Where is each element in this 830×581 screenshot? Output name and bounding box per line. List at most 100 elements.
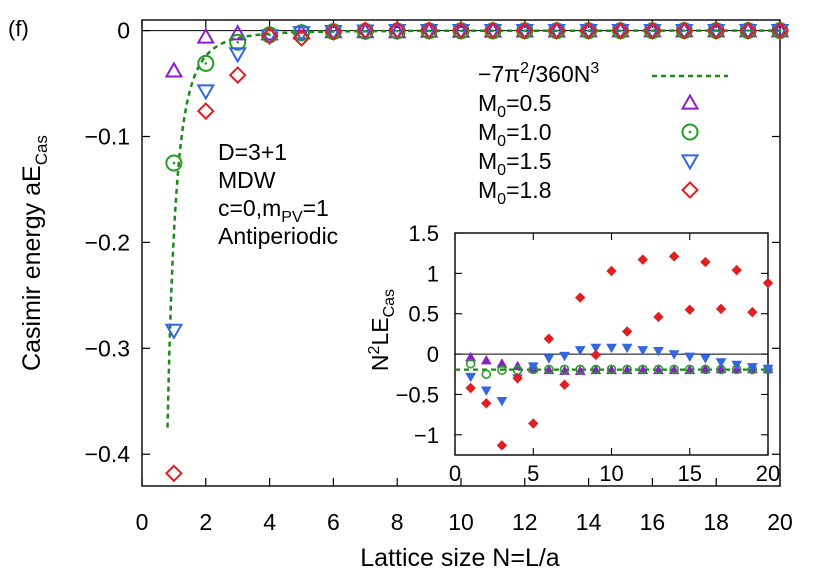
annotation-method: MDW	[218, 167, 276, 193]
inset-point-series-2	[637, 364, 648, 375]
y-axis-label-main: Casimir energy aE	[18, 165, 46, 371]
main-point-m0-series-1	[228, 24, 247, 41]
main-point-m0-series-3	[260, 29, 279, 46]
x-tick-label: 16	[640, 509, 666, 535]
inset-point-series-3	[543, 354, 555, 364]
main-point-m0-series-4	[164, 464, 183, 483]
inset-point-series-4	[496, 440, 508, 451]
inset-point-series-3	[700, 354, 711, 364]
main-point-m0-series-3	[483, 23, 503, 41]
inset-point-series-1	[496, 358, 508, 368]
inset-point-series-4	[700, 256, 711, 268]
annotation-dimension: D=3+1	[218, 139, 287, 165]
main-point-m0-series-3	[675, 23, 694, 41]
y-axis-label: Casimir energy aECas	[18, 135, 51, 371]
inset-point-series-4	[481, 398, 492, 409]
legend-marker-0	[680, 93, 700, 110]
inset-point-series-1	[480, 355, 492, 365]
inset-point-series-4	[559, 379, 570, 390]
main-point-m0-series-3	[579, 23, 598, 41]
main-point-m0-series-4	[579, 21, 598, 40]
main-point-m0-series-4	[356, 21, 375, 40]
main-point-m0-series-3	[451, 23, 471, 41]
x-axis-label: Lattice size N=L/a	[360, 544, 560, 572]
inset-point-series-4	[653, 311, 664, 323]
x-tick-label: 4	[263, 509, 276, 535]
main-point-m0-series-4	[324, 22, 343, 41]
main-point-m0-series-3	[738, 23, 758, 41]
inset-point-series-3	[684, 352, 696, 363]
inset-point-series-3	[621, 343, 633, 354]
main-point-m0-series-4	[739, 21, 758, 40]
inset-point-series-4	[637, 254, 649, 265]
inset-ylabel-mid: LE	[367, 317, 393, 345]
main-point-m0-series-4	[643, 21, 662, 40]
main-point-m0-series-4	[452, 21, 470, 40]
inset-x-tick-label: 20	[756, 461, 780, 486]
main-series-group	[164, 21, 790, 483]
inset-point-series-3	[606, 343, 617, 354]
inset-point-series-4	[668, 251, 680, 262]
legend-label-m10: M0=1.0	[478, 119, 551, 150]
main-point-m0-series-4	[228, 66, 247, 84]
main-point-m0-series-3	[164, 323, 184, 340]
x-tick-label: 12	[512, 509, 538, 535]
main-point-m0-series-3	[356, 24, 375, 41]
x-tick-label: 14	[576, 509, 602, 535]
inset-point-series-2	[700, 364, 711, 375]
annotation-block: D=3+1 MDW c=0,mPV=1 Antiperiodic	[218, 139, 338, 249]
main-point-m0-series-3	[228, 47, 247, 64]
main-point-m0-series-3	[196, 84, 216, 101]
inset-point-series-3	[496, 397, 508, 407]
inset-point-series-2	[669, 364, 679, 375]
legend-marker-3	[681, 181, 699, 199]
x-tick-label: 18	[703, 509, 729, 535]
main-point-m0-series-1	[164, 61, 184, 78]
inset-point-series-3	[637, 346, 649, 356]
main-point-m0-series-4	[707, 21, 726, 40]
main-point-m0-series-4	[388, 21, 407, 39]
legend-label-m15: M0=1.5	[478, 148, 551, 179]
inset-point-series-4	[606, 265, 617, 277]
inset-point-series-1	[465, 351, 477, 362]
main-point-m0-series-3	[770, 23, 790, 41]
main-point-m0-series-4	[483, 21, 502, 40]
inset-point-series-3	[653, 346, 664, 357]
main-point-m0-series-1	[196, 27, 216, 44]
inset-point-series-4	[543, 333, 555, 344]
inset-y-tick-label: 0.5	[408, 302, 439, 327]
inset-point-series-3	[668, 350, 680, 360]
inset-ylabel-sup: 2	[366, 345, 383, 354]
inset-y-tick-label: 1.5	[408, 221, 439, 246]
inset-point-series-4	[465, 382, 476, 394]
inset-point-series-2	[591, 364, 601, 375]
main-point-m0-series-2	[197, 54, 215, 72]
inset-y-axis-label: N2LECas	[366, 289, 398, 371]
inset-point-series-4	[528, 418, 539, 429]
inset-x-tick-label: 0	[449, 461, 461, 486]
inset-point-series-3	[731, 360, 743, 371]
inset-y-tick-label: 0	[427, 342, 439, 367]
x-tick-label: 20	[767, 509, 793, 535]
inset-point-series-3	[527, 362, 539, 372]
annotation-mass: c=0,mPV=1	[218, 195, 329, 226]
inset-point-series-3	[590, 343, 602, 354]
legend-markers	[680, 93, 700, 199]
inset-point-series-2	[606, 364, 617, 375]
inset-point-series-3	[746, 363, 758, 373]
inset-point-series-3	[559, 351, 570, 362]
main-point-m0-series-4	[196, 102, 215, 120]
main-point-m0-series-4	[260, 26, 279, 45]
y-tick-label: −0.4	[85, 441, 131, 467]
inset-point-series-2	[622, 364, 632, 375]
inset-point-series-3	[480, 386, 492, 396]
inset-point-series-4	[512, 373, 523, 384]
main-point-m0-series-3	[547, 23, 566, 41]
legend-label-m05: M0=0.5	[478, 90, 551, 121]
y-tick-label: 0	[117, 18, 130, 44]
main-point-m0-series-4	[611, 21, 630, 40]
main-point-m0-series-3	[706, 23, 726, 41]
legend: −7π2/360N3 M0=0.5 M0=1.0 M0=1.5 M0=1.8	[478, 60, 728, 208]
